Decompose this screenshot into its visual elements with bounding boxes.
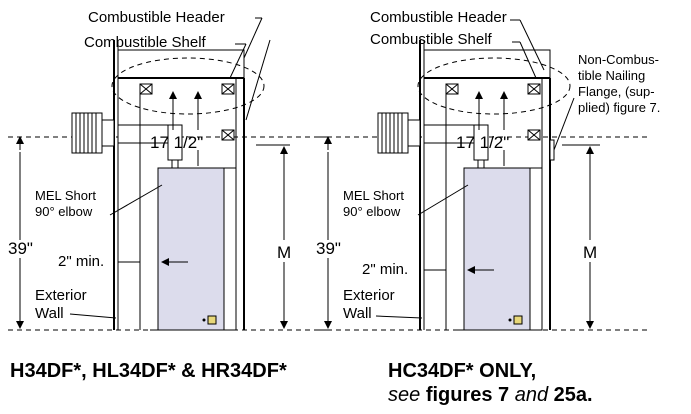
- right-caption-and: and: [514, 384, 549, 406]
- left-caption: H34DF*, HL34DF* & HR34DF*: [10, 360, 287, 382]
- right-shelf-label: Combustible Shelf: [370, 31, 493, 48]
- right-elbow-line1: MEL Short: [343, 188, 404, 203]
- right-vent-terminal: [377, 112, 421, 154]
- left-elbow: [167, 124, 183, 161]
- left-height-39: 39": [8, 239, 33, 258]
- right-framing-box-3: [527, 129, 541, 141]
- left-header: [117, 49, 245, 79]
- left-framing-box-2: [221, 83, 235, 95]
- right-caption-line2: see figures 7 and 25a.: [388, 384, 593, 406]
- left-control: [207, 315, 217, 325]
- left-min-label: 2" min.: [58, 253, 104, 270]
- right-elbow-line2: 90° elbow: [343, 204, 401, 219]
- right-min-label: 2" min.: [362, 261, 408, 278]
- right-caption-25a: 25a.: [553, 384, 593, 406]
- right-dashed-ellipse: [417, 57, 571, 115]
- left-fireplace: [157, 167, 225, 331]
- left-shelf-label: Combustible Shelf: [84, 34, 207, 51]
- right-nailing-flange: [549, 139, 555, 161]
- left-framing-box-3: [221, 129, 235, 141]
- left-elbow-line2: 90° elbow: [35, 204, 93, 219]
- right-caption-line1: HC34DF* ONLY,: [388, 360, 537, 382]
- right-flange-line-2: tible Nailing: [578, 68, 645, 83]
- right-elbow: [473, 124, 489, 161]
- right-flange-line-1: Non-Combus-: [578, 52, 659, 67]
- left-vent-terminal: [71, 112, 115, 154]
- right-caption-see: see: [388, 384, 421, 406]
- right-flange-line-3: Flange, (sup-: [578, 84, 655, 99]
- right-caption-figures: figures 7: [425, 384, 510, 406]
- left-header-label: Combustible Header: [88, 9, 225, 26]
- right-exterior-line2: Wall: [343, 305, 372, 322]
- left-height-m: M: [277, 243, 291, 262]
- right-framing-box-2: [527, 83, 541, 95]
- left-elbow-line1: MEL Short: [35, 188, 96, 203]
- right-dimension-17: 17 1/2": [456, 133, 509, 152]
- right-fireplace: [463, 167, 531, 331]
- left-framing-box-1: [139, 83, 153, 95]
- right-exterior-line1: Exterior: [343, 287, 395, 304]
- right-height-39: 39": [316, 239, 341, 258]
- right-header-label: Combustible Header: [370, 9, 507, 26]
- right-header: [423, 49, 551, 79]
- right-control: [513, 315, 523, 325]
- right-flange-line-4: plied) figure 7.: [578, 100, 660, 115]
- left-diagram: Combustible Header Combustible Shelf 17 …: [8, 9, 330, 331]
- left-exterior-line2: Wall: [35, 305, 64, 322]
- right-height-m: M: [583, 243, 597, 262]
- left-exterior-line1: Exterior: [35, 287, 87, 304]
- left-dimension-17: 17 1/2": [150, 133, 203, 152]
- left-dashed-ellipse: [111, 57, 265, 115]
- right-framing-box-1: [445, 83, 459, 95]
- right-diagram: Combustible Header Combustible Shelf Non…: [316, 9, 660, 331]
